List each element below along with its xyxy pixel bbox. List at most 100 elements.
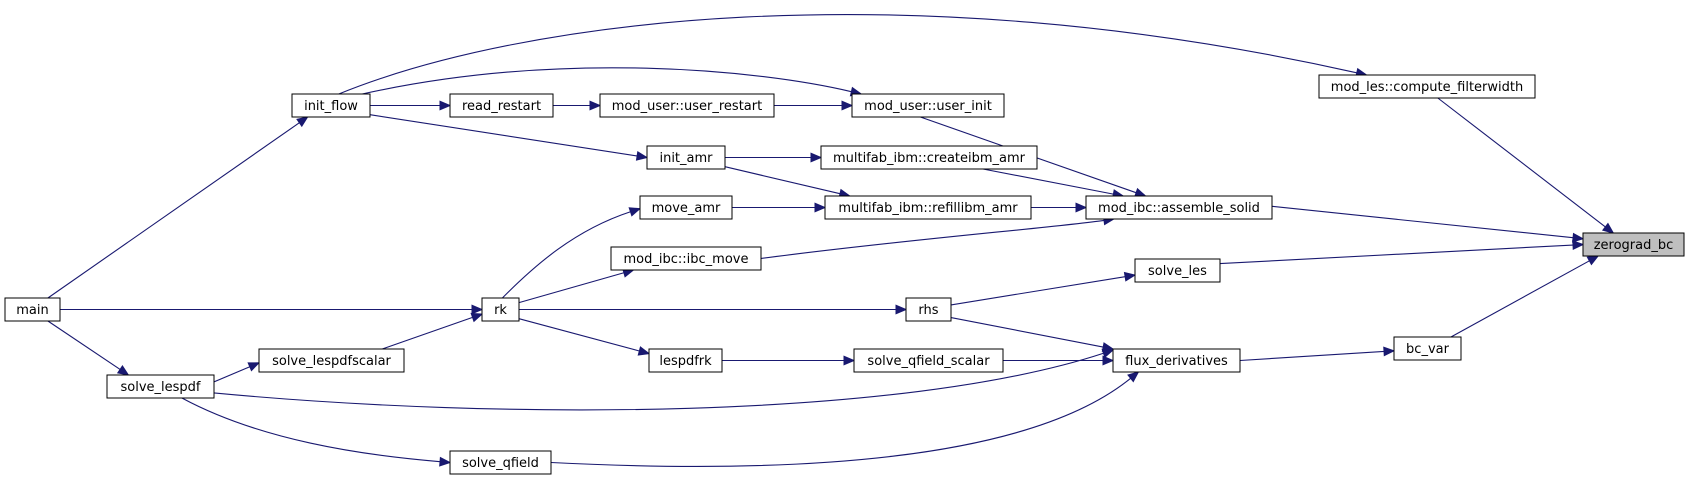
edge-line — [1450, 260, 1590, 338]
node-label: init_flow — [304, 99, 358, 114]
node-label: multifab_ibm::createibm_amr — [833, 151, 1026, 166]
edge-solve_lespdfscalar-to-rk — [382, 312, 484, 350]
arrow-head — [439, 100, 452, 111]
arrow-head — [247, 362, 261, 372]
arrow-head — [814, 202, 827, 213]
arrow-head — [810, 152, 823, 163]
node-label: solve_les — [1148, 264, 1207, 279]
edge-solve_lespdf-to-solve_qfield — [181, 397, 452, 467]
edge-line — [1219, 244, 1574, 265]
node-label: solve_lespdf — [121, 380, 201, 395]
edge-lespdfrk-to-solve_qfield_scalar — [722, 355, 856, 366]
node-rhs[interactable]: rhs — [905, 297, 952, 322]
node-solve_qfield_scalar[interactable]: solve_qfield_scalar — [853, 348, 1004, 373]
edge-flux_derivatives-to-bc_var — [1239, 346, 1396, 362]
edge-rk-to-rhs — [519, 304, 908, 315]
node-solve_lespdfscalar[interactable]: solve_lespdfscalar — [258, 348, 405, 373]
node-label: flux_derivatives — [1125, 354, 1228, 369]
edge-line — [518, 318, 640, 352]
node-label: solve_qfield_scalar — [867, 354, 990, 369]
edge-solve_lespdf-to-flux_derivatives — [213, 348, 1115, 411]
edge-rhs-to-solve_les — [950, 271, 1137, 306]
arrow-head — [841, 100, 854, 111]
edge-line — [518, 272, 625, 304]
node-label: bc_var — [1406, 342, 1450, 357]
node-init_flow[interactable]: init_flow — [291, 93, 371, 118]
arrow-head — [589, 100, 602, 111]
node-user_restart[interactable]: mod_user::user_restart — [599, 93, 775, 118]
node-compute_filterwidth[interactable]: mod_les::compute_filterwidth — [1318, 74, 1536, 99]
edge-compute_filterwidth-to-zerograd_bc — [1437, 97, 1615, 234]
arrow-head — [628, 207, 642, 217]
arrow-head — [1127, 371, 1140, 383]
node-box — [449, 450, 552, 475]
node-label: multifab_ibm::refillibm_amr — [838, 201, 1018, 216]
node-box — [648, 348, 723, 373]
edge-ibc_move-to-assemble_solid — [760, 215, 1116, 260]
arrow-head — [1102, 355, 1115, 366]
edge-init_amr-to-createibm_amr — [725, 152, 823, 163]
edge-line — [950, 276, 1126, 306]
node-layer: main init_flow read_restart mod_user::user_… — [4, 74, 1685, 475]
node-box — [258, 348, 405, 373]
node-solve_lespdf[interactable]: solve_lespdf — [106, 374, 215, 399]
arrow-head — [1383, 346, 1396, 357]
node-box — [905, 297, 952, 322]
node-box — [599, 93, 775, 118]
node-box — [106, 374, 215, 399]
edge-layer — [47, 14, 1615, 467]
node-box — [1085, 195, 1273, 220]
edge-read_restart-to-user_restart — [553, 100, 602, 111]
node-zerograd_bc[interactable]: zerograd_bc — [1582, 232, 1685, 257]
node-box — [1112, 348, 1241, 373]
node-box — [1582, 232, 1685, 257]
edge-main-to-solve_lespdf — [47, 320, 130, 376]
edge-user_restart-to-user_init — [774, 100, 854, 111]
node-solve_les[interactable]: solve_les — [1134, 258, 1221, 283]
node-ibc_move[interactable]: mod_ibc::ibc_move — [610, 246, 762, 271]
arrow-head — [1123, 271, 1137, 282]
arrow-head — [470, 312, 484, 323]
node-rk[interactable]: rk — [481, 297, 520, 322]
node-label: main — [16, 303, 48, 318]
node-flux_derivatives[interactable]: flux_derivatives — [1112, 348, 1241, 373]
edge-line — [760, 219, 1105, 260]
edge-init_flow-to-user_init — [362, 67, 863, 97]
edge-line — [724, 166, 841, 195]
node-label: init_amr — [659, 151, 713, 166]
edge-rhs-to-flux_derivatives — [950, 317, 1115, 352]
arrow-head — [1572, 232, 1585, 243]
node-init_amr[interactable]: init_amr — [646, 145, 726, 170]
arrow-head — [471, 304, 484, 315]
edge-init_flow-to-read_restart — [370, 100, 452, 111]
arrow-head — [296, 116, 309, 128]
edge-init_amr-to-refillibm_amr — [724, 166, 851, 199]
node-read_restart[interactable]: read_restart — [449, 93, 554, 118]
node-box — [610, 246, 762, 271]
node-createibm_amr[interactable]: multifab_ibm::createibm_amr — [820, 145, 1038, 170]
node-solve_qfield[interactable]: solve_qfield — [449, 450, 552, 475]
node-box — [853, 348, 1004, 373]
edge-line — [47, 122, 300, 299]
node-main[interactable]: main — [4, 297, 61, 322]
edge-rk-to-ibc_move — [518, 268, 635, 304]
node-box — [481, 297, 520, 322]
arrow-head — [1133, 187, 1147, 198]
node-bc_var[interactable]: bc_var — [1393, 336, 1462, 361]
node-move_amr[interactable]: move_amr — [639, 195, 733, 220]
node-label: mod_ibc::assemble_solid — [1098, 201, 1260, 216]
node-user_init[interactable]: mod_user::user_init — [851, 93, 1005, 118]
node-lespdfrk[interactable]: lespdfrk — [648, 348, 723, 373]
node-box — [1134, 258, 1221, 283]
node-box — [1318, 74, 1536, 99]
node-box — [1393, 336, 1462, 361]
node-label: solve_lespdfscalar — [272, 354, 391, 369]
node-refillibm_amr[interactable]: multifab_ibm::refillibm_amr — [824, 195, 1032, 220]
node-box — [4, 297, 61, 322]
node-box — [820, 145, 1038, 170]
node-label: rk — [494, 303, 507, 318]
edge-init_flow-to-compute_filterwidth — [338, 14, 1368, 95]
arrow-head — [116, 365, 130, 376]
node-assemble_solid[interactable]: mod_ibc::assemble_solid — [1085, 195, 1273, 220]
